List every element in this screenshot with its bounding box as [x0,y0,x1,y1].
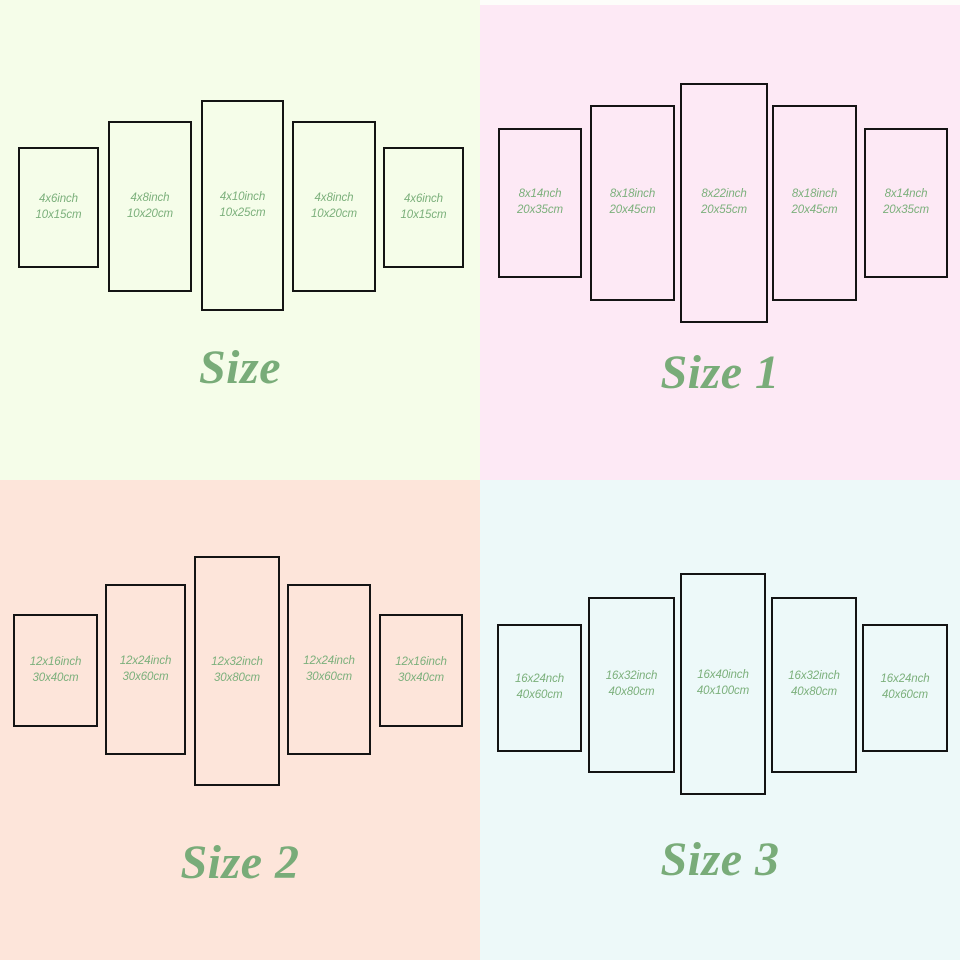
panel-size-cm: 10x15cm [35,208,82,221]
canvas-panel-4: 8x18inch 20x45cm [772,105,857,301]
canvas-panel-3: 4x10inch 10x25cm [201,100,284,311]
panel-size-label: 8x14nch 20x35cm [883,187,929,218]
panel-size-cm: 30x40cm [32,671,79,684]
panel-size-label: 4x10inch 10x25cm [220,190,266,221]
panel-size-cm: 20x45cm [609,204,656,216]
panel-size-inch: 12x16inch [395,655,447,668]
panel-size-cm: 30x60cm [306,670,352,683]
panel-size-cm: 30x80cm [214,672,260,684]
panel-size-cm: 30x40cm [398,671,444,684]
panel-size-label: 8x18inch 20x45cm [792,187,838,218]
panel-size-label: 4x6inch 10x15cm [36,192,82,223]
canvas-panel-2: 12x24inch 30x60cm [105,584,186,755]
panel-size-cm: 20x35cm [517,204,563,216]
panel-size-label: 12x16inch 30x40cm [395,655,447,686]
panel-size-inch: 8x18inch [609,188,656,201]
canvas-panel-1: 4x6inch 10x15cm [18,147,99,268]
panel-size-inch: 16x24nch [514,673,565,686]
panel-size-inch: 16x40inch [697,669,749,682]
panel-size-cm: 40x100cm [696,685,750,697]
panel-size-label: 16x32inch 40x80cm [606,669,658,700]
panel-size-inch: 4x6inch [404,192,443,205]
panel-size-cm: 40x60cm [882,689,928,701]
canvas-panel-4: 12x24inch 30x60cm [287,584,371,755]
quadrant-title-size-1: Size 1 [660,346,780,399]
panel-size-label: 4x8inch 10x20cm [127,191,173,222]
panel-size-inch: 12x32inch [211,656,263,669]
panel-size-inch: 8x22inch [701,188,747,201]
canvas-panel-2: 8x18inch 20x45cm [590,105,675,301]
quadrant-size-1: 8x14nch 20x35cm 8x18inch 20x45cm 8x22inch 20x… [480,0,960,480]
panel-group-size: 4x6inch 10x15cm 4x8inch 10x20cm 4x10inch 10x2… [0,0,480,480]
panel-size-label: 16x24nch 40x60cm [880,672,929,703]
canvas-panel-1: 16x24nch 40x60cm [497,624,582,752]
panel-size-label: 4x6inch 10x15cm [401,192,447,223]
canvas-panel-3: 12x32inch 30x80cm [194,556,280,786]
panel-size-label: 12x32inch 30x80cm [211,655,263,686]
panel-group-size-2: 12x16inch 30x40cm 12x24inch 30x60cm 12x32inc… [0,480,480,960]
panel-size-cm: 10x20cm [127,207,173,220]
panel-size-cm: 20x45cm [791,204,838,216]
panel-size-label: 12x16inch 30x40cm [30,655,82,686]
quadrant-size-2: 12x16inch 30x40cm 12x24inch 30x60cm 12x32inc… [0,480,480,960]
panel-size-label: 8x14nch 20x35cm [517,187,563,218]
panel-size-cm: 40x80cm [791,686,837,698]
canvas-panel-4: 4x8inch 10x20cm [292,121,376,292]
panel-size-label: 4x8inch 10x20cm [311,191,357,222]
panel-group-size-1: 8x14nch 20x35cm 8x18inch 20x45cm 8x22inch 20x… [480,0,960,480]
panel-size-cm: 20x35cm [883,204,929,216]
panel-size-inch: 16x32inch [605,670,658,683]
quadrant-title-size-2: Size 2 [180,836,300,889]
quadrant-title-size-3: Size 3 [660,833,780,886]
panel-size-label: 12x24inch 30x60cm [303,654,355,685]
panel-size-cm: 10x15cm [400,208,447,221]
canvas-panel-5: 4x6inch 10x15cm [383,147,464,268]
quadrant-size: 4x6inch 10x15cm 4x8inch 10x20cm 4x10inch 10x2… [0,0,480,480]
panel-size-cm: 10x25cm [219,206,266,219]
panel-size-inch: 4x10inch [219,190,266,203]
canvas-panel-3: 8x22inch 20x55cm [680,83,768,323]
canvas-panel-1: 8x14nch 20x35cm [498,128,582,278]
panel-size-inch: 12x24inch [303,654,355,667]
panel-size-inch: 8x18inch [791,188,838,201]
canvas-panel-3: 16x40inch 40x100cm [680,573,766,795]
panel-group-size-3: 16x24nch 40x60cm 16x32inch 40x80cm 16x40inch… [480,480,960,960]
quadrant-size-3: 16x24nch 40x60cm 16x32inch 40x80cm 16x40inch… [480,480,960,960]
panel-size-inch: 8x14nch [518,188,562,201]
canvas-panel-2: 16x32inch 40x80cm [588,597,675,773]
panel-size-inch: 16x24nch [880,673,930,686]
top-edge-strip [480,0,960,5]
quadrant-title-size: Size [198,341,281,394]
panel-size-cm: 20x55cm [701,204,747,216]
panel-size-label: 12x24inch 30x60cm [120,654,172,685]
panel-size-inch: 4x6inch [39,192,78,205]
canvas-panel-5: 12x16inch 30x40cm [379,614,463,727]
panel-size-label: 16x32inch 40x80cm [788,669,840,700]
canvas-panel-2: 4x8inch 10x20cm [108,121,192,292]
panel-size-inch: 8x14nch [884,188,928,201]
panel-size-label: 8x18inch 20x45cm [610,187,656,218]
canvas-panel-1: 12x16inch 30x40cm [13,614,98,727]
panel-size-cm: 30x60cm [122,670,169,683]
panel-size-inch: 12x24inch [119,654,172,667]
panel-size-inch: 4x8inch [130,191,170,204]
panel-size-label: 8x22inch 20x55cm [701,187,747,218]
panel-size-cm: 40x60cm [516,689,563,701]
panel-size-cm: 10x20cm [311,207,357,220]
panel-size-inch: 4x8inch [314,191,354,204]
panel-size-label: 16x40inch 40x100cm [697,668,749,699]
canvas-panel-5: 16x24nch 40x60cm [862,624,948,752]
panel-size-inch: 12x16inch [29,655,82,668]
panel-size-inch: 16x32inch [788,670,840,683]
panel-size-cm: 40x80cm [608,686,655,698]
canvas-panel-5: 8x14nch 20x35cm [864,128,948,278]
canvas-panel-4: 16x32inch 40x80cm [771,597,857,773]
panel-size-label: 16x24nch 40x60cm [515,672,564,703]
